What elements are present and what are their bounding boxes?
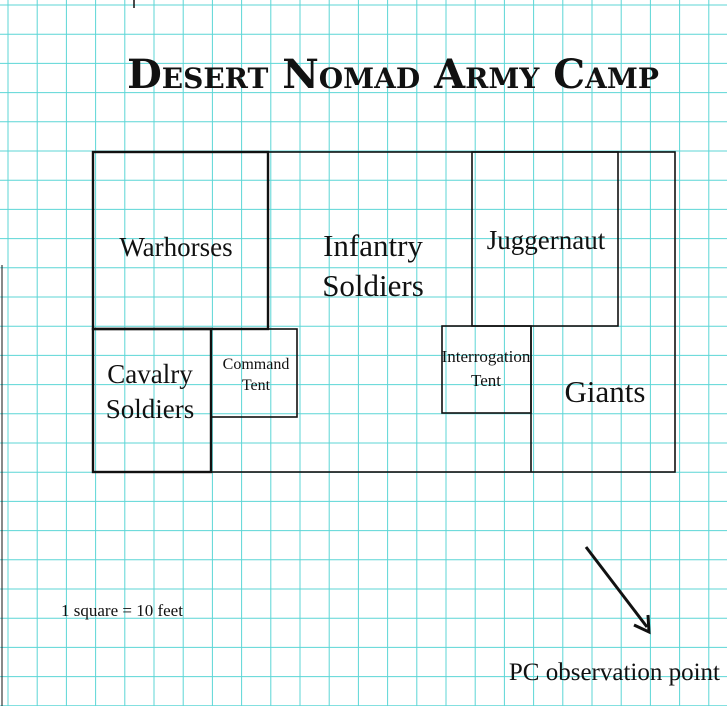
- camp-boundary: [92, 151, 676, 473]
- warhorses-label: Warhorses: [119, 232, 232, 262]
- giants-label: Giants: [565, 374, 646, 409]
- command-tent-label-line2: Tent: [242, 377, 271, 394]
- cavalry-label-line1: Cavalry: [107, 359, 193, 389]
- command-tent-label-line1: Command: [223, 356, 290, 373]
- cavalry-label-line2: Soldiers: [106, 394, 195, 424]
- interrogation-tent-label-line1: Interrogation: [442, 347, 531, 366]
- observation-point-label: PC observation point: [509, 659, 720, 686]
- juggernaut-area: [471, 151, 619, 327]
- command-tent-area: [210, 328, 298, 418]
- juggernaut-label: Juggernaut: [487, 225, 606, 255]
- observation-arrow-icon: [584, 546, 651, 635]
- interrogation-tent-area: [441, 325, 532, 414]
- interrogation-tent-label-line2: Tent: [471, 371, 501, 390]
- infantry-label-line1: Infantry: [323, 228, 423, 263]
- map-title: Desert Nomad Army Camp: [127, 51, 659, 98]
- infantry-label-line2: Soldiers: [322, 268, 424, 303]
- map-scale-note: 1 square = 10 feet: [61, 601, 183, 620]
